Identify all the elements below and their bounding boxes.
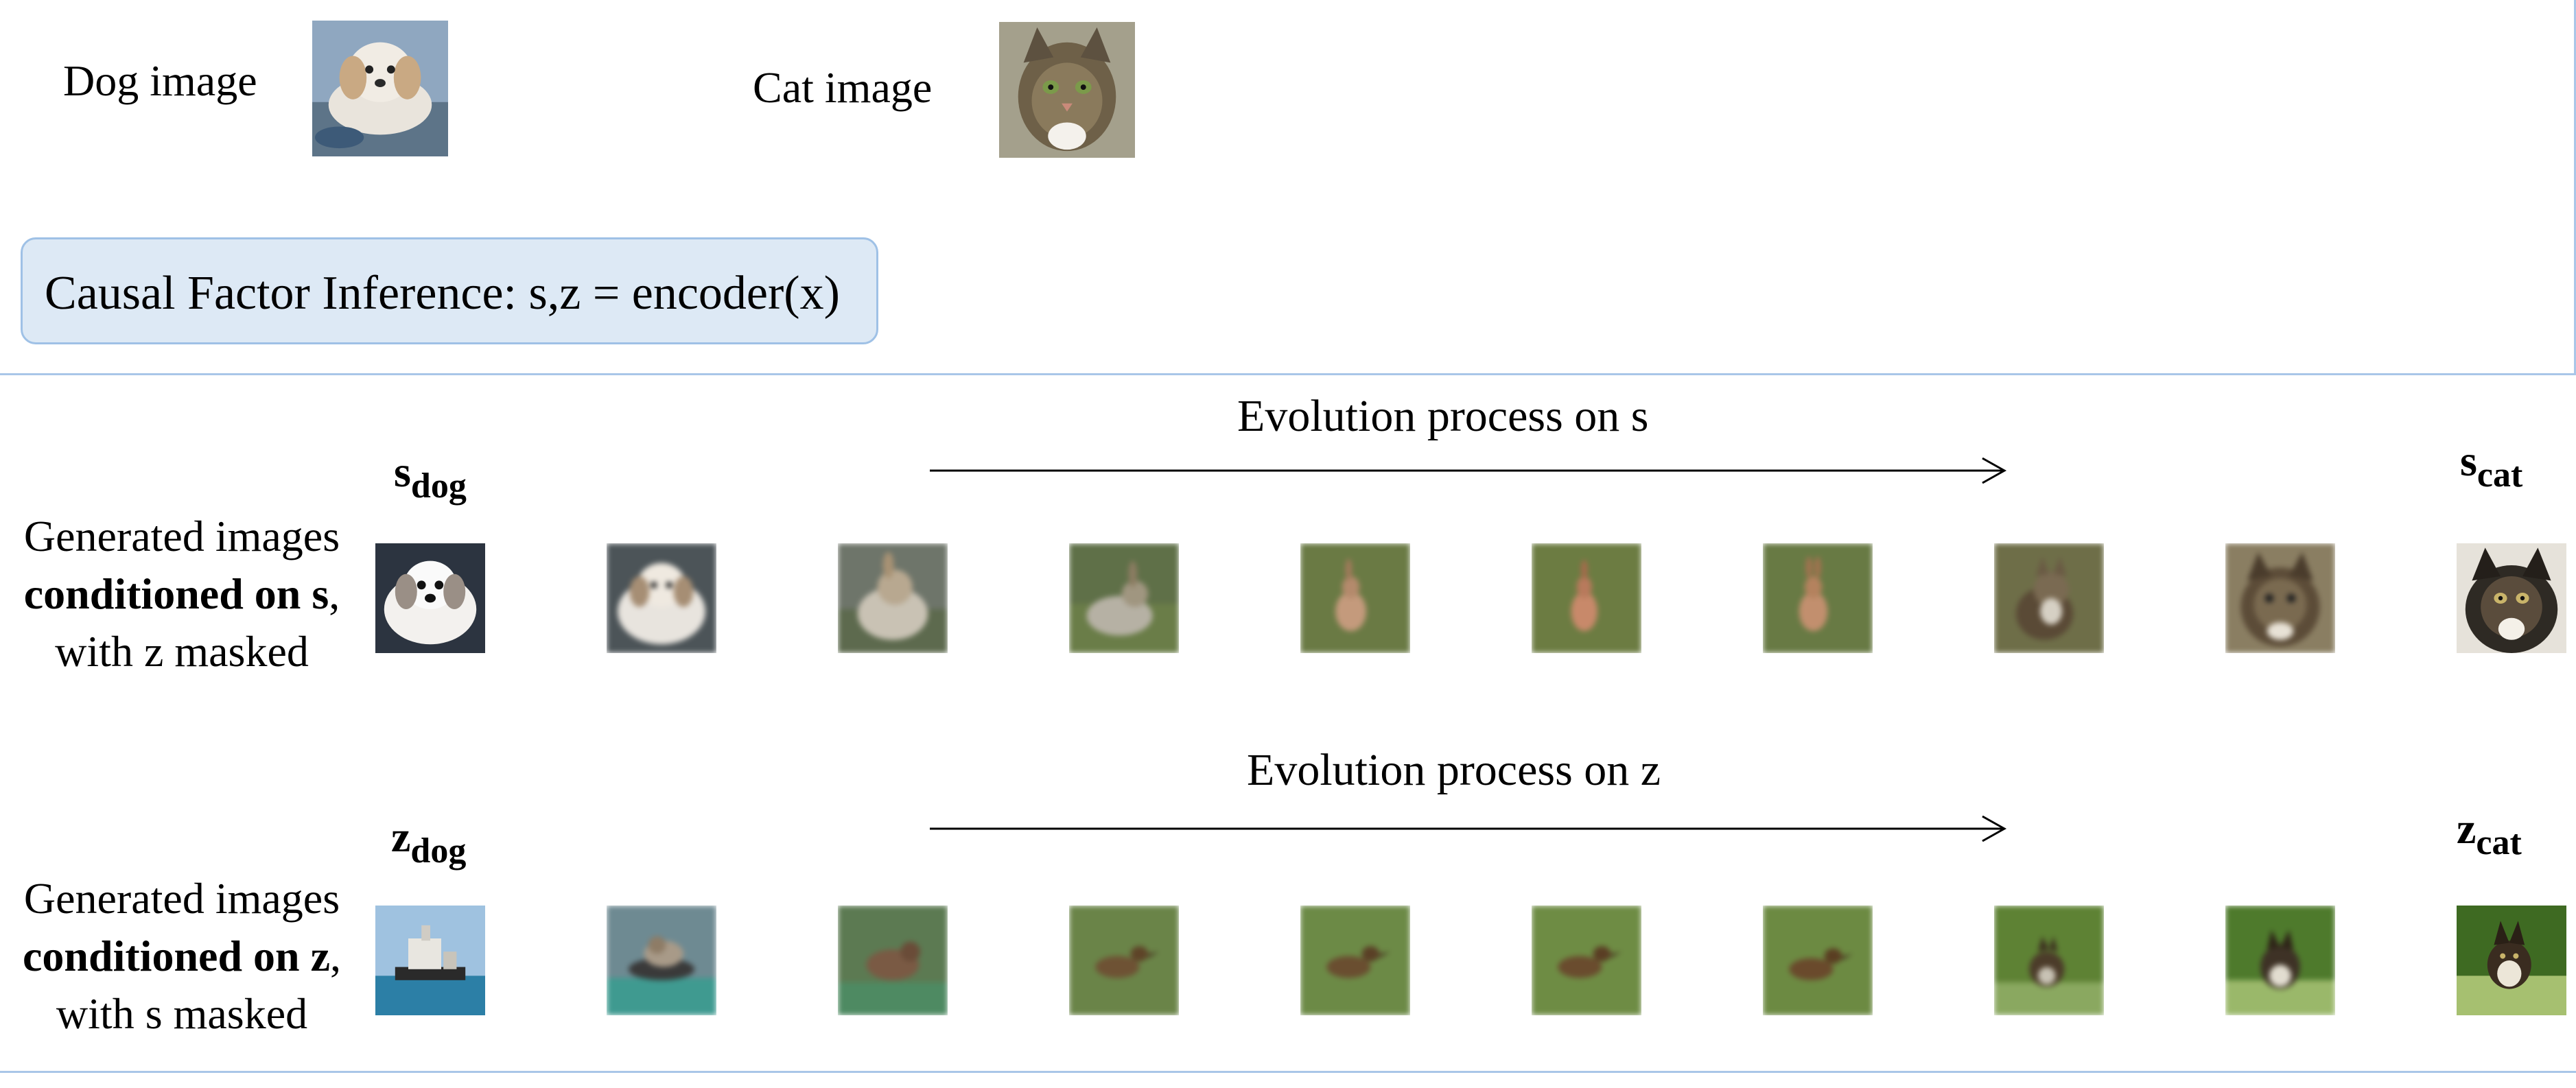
z-step-4-image (1069, 906, 1179, 1015)
evolution-arrow-s (930, 457, 2007, 484)
cat-input-image (999, 22, 1135, 158)
row-z-label-line1: Generated images (23, 874, 340, 923)
s-step-3-image (838, 543, 948, 653)
s-step-6-image (1532, 543, 1641, 653)
s-step-7-image (1763, 543, 1873, 653)
row-z-label-line3: with s masked (56, 989, 308, 1038)
section-separator-top (0, 373, 2576, 375)
z-step-10-image (2457, 906, 2566, 1015)
s-step-2-image (607, 543, 716, 653)
section-border-right (2574, 0, 2576, 375)
z-cat-symbol: zcat (2457, 804, 2522, 862)
s-dog-symbol: sdog (394, 447, 467, 506)
section-separator-bottom (0, 1071, 2576, 1073)
z-step-1-image (375, 906, 485, 1015)
cat-image-label: Cat image (753, 63, 933, 112)
row-s-label-line3: with z masked (55, 627, 309, 676)
evolution-title-z: Evolution process on z (1247, 745, 1661, 795)
s-step-1-image (375, 543, 485, 653)
causal-factor-inference-box: Causal Factor Inference: s,z = encoder(x… (21, 237, 878, 344)
row-s-label-line1: Generated images (23, 512, 340, 560)
s-step-5-image (1300, 543, 1410, 653)
dog-image-label: Dog image (63, 56, 257, 105)
z-step-6-image (1532, 906, 1641, 1015)
z-step-2-image (607, 906, 716, 1015)
row-z-label-line2: conditioned on z, (22, 932, 342, 980)
z-step-5-image (1300, 906, 1410, 1015)
z-step-7-image (1763, 906, 1873, 1015)
evolution-title-s: Evolution process on s (1237, 391, 1649, 441)
z-dog-symbol: zdog (391, 812, 467, 871)
z-step-9-image (2225, 906, 2335, 1015)
row-s-label-line2: conditioned on s, (23, 569, 340, 618)
z-step-3-image (838, 906, 948, 1015)
causal-factor-inference-label: Causal Factor Inference: s,z = encoder(x… (45, 267, 840, 320)
s-step-10-image (2457, 543, 2566, 653)
dog-input-image (312, 21, 448, 156)
row-z-label: Generated images conditioned on z, with … (0, 870, 364, 1043)
row-s-label: Generated images conditioned on s, with … (0, 508, 364, 681)
evolution-arrow-z (930, 815, 2007, 842)
s-cat-symbol: scat (2460, 436, 2523, 495)
s-step-4-image (1069, 543, 1179, 653)
s-step-9-image (2225, 543, 2335, 653)
z-step-8-image (1994, 906, 2104, 1015)
s-step-8-image (1994, 543, 2104, 653)
